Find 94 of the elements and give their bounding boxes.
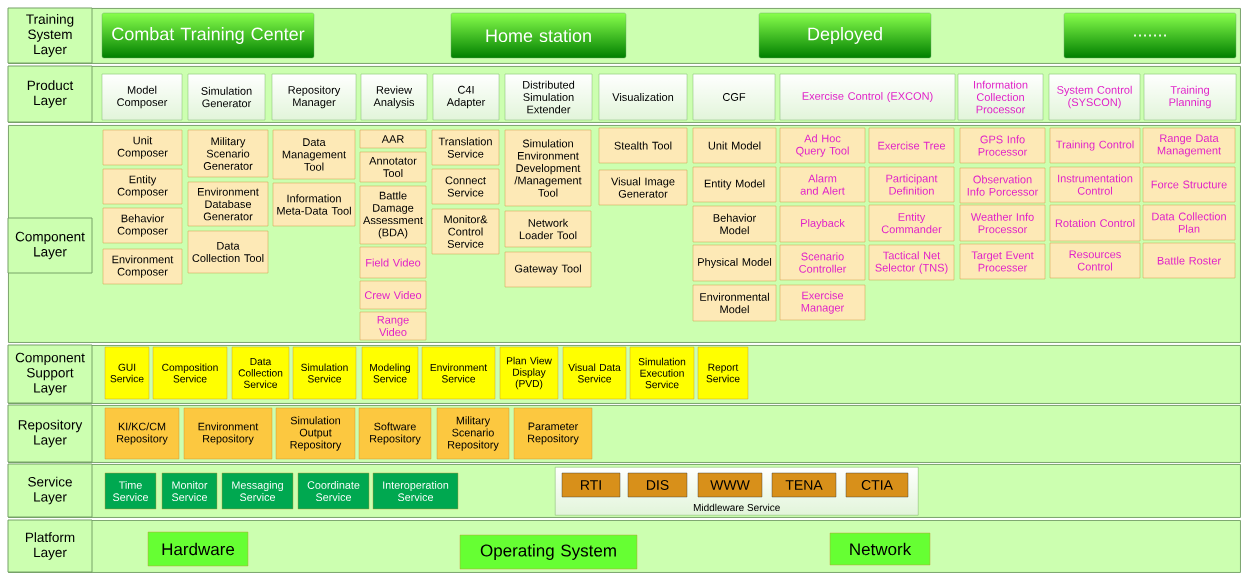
middleware-box: RTI	[561, 472, 621, 498]
component-box: Information Meta-Data Tool	[272, 182, 356, 227]
component-box: Unit Model	[692, 127, 777, 164]
component-box: Simulation Environment Development /Management Tool	[504, 129, 592, 207]
service-box: Data Collection Service	[231, 346, 290, 400]
repository-box: Military Scenario Repository	[436, 407, 510, 460]
component-box: Environmental Model	[692, 284, 777, 322]
repository-box: Simulation Output Repository	[275, 407, 356, 460]
repository-box: KI/KC/CM Repository	[104, 407, 180, 460]
component-box: Monitor& Control Service	[431, 208, 500, 255]
product-box: System Control (SYSCON)	[1048, 73, 1141, 121]
component-box: Unit Composer	[102, 129, 183, 166]
component-box: Playback	[779, 205, 866, 243]
component-box: Gateway Tool	[504, 251, 592, 288]
repository-box: Software Repository	[358, 407, 432, 460]
product-box: CGF	[692, 73, 776, 121]
component-box: Data Collection Tool	[187, 230, 269, 274]
component-box: Battle Roster	[1142, 242, 1236, 279]
component-box: Connect Service	[431, 168, 500, 205]
product-box: Model Composer	[101, 73, 183, 121]
component-box: Entity Composer	[102, 168, 183, 205]
product-box: Training Planning	[1143, 73, 1237, 121]
service-box: Messaging Service	[221, 472, 294, 510]
service-box: Plan View Display (PVD)	[499, 346, 559, 400]
middleware-box: WWW	[697, 472, 763, 498]
component-box: Weather Info Processor	[959, 204, 1046, 242]
component-box: Annotator Tool	[359, 151, 427, 183]
component-box: Tactical Net Selector (TNS)	[868, 244, 955, 281]
component-box: Behavior Composer	[102, 207, 183, 244]
component-box: Field Video	[359, 246, 427, 279]
component-box: Military Scenario Generator	[187, 129, 269, 178]
middleware-box: DIS	[627, 472, 688, 498]
service-box: Report Service	[697, 346, 749, 400]
component-box: Network Loader Tool	[504, 210, 592, 248]
component-box: Translation Service	[431, 129, 500, 166]
component-box: GPS Info Processor	[959, 127, 1046, 164]
service-box: Coordinate Service	[297, 472, 370, 510]
product-box: Distributed Simulation Extender	[504, 73, 593, 121]
component-box: Stealth Tool	[598, 127, 688, 164]
component-box: Battle Damage Assessment (BDA)	[359, 185, 427, 245]
component-box: Ad Hoc Query Tool	[779, 127, 866, 164]
component-box: Data Collection Plan	[1142, 204, 1236, 241]
component-box: Range Video	[359, 311, 427, 341]
component-box: Visual Image Generator	[598, 169, 688, 206]
component-box: Observation Info Porcessor	[959, 167, 1046, 204]
component-box: Training Control	[1049, 127, 1141, 164]
repository-box: Parameter Repository	[513, 407, 593, 460]
product-box: Information Collection Processor	[957, 73, 1044, 121]
product-box: C4I Adapter	[432, 73, 500, 121]
component-box: AAR	[359, 129, 427, 149]
product-box: Review Analysis	[360, 73, 428, 121]
middleware-box: CTIA	[845, 472, 909, 498]
component-box: Rotation Control	[1049, 204, 1141, 242]
service-box: Simulation Service	[292, 346, 357, 400]
system-box: Combat Training Center	[101, 12, 315, 59]
service-box: Monitor Service	[161, 472, 218, 510]
service-box: Modeling Service	[361, 346, 419, 400]
component-box: Exercise Tree	[868, 127, 955, 164]
service-box: Environment Service	[421, 346, 496, 400]
component-box: Force Structure	[1142, 166, 1236, 203]
component-box: Range Data Management	[1142, 127, 1236, 164]
service-box: Visual Data Service	[562, 346, 627, 400]
service-box: Composition Service	[152, 346, 228, 400]
repository-box: Environment Repository	[183, 407, 273, 460]
component-box: Entity Commander	[868, 204, 955, 242]
component-box: Physical Model	[692, 244, 777, 282]
product-box: Exercise Control (EXCON)	[779, 73, 956, 121]
component-box: Behavior Model	[692, 205, 777, 243]
middleware-box: TENA	[771, 472, 837, 498]
component-box: Participant Definition	[868, 166, 955, 203]
service-box: GUI Service	[104, 346, 150, 400]
system-box: Home station	[450, 12, 627, 59]
component-box: Resources Control	[1049, 242, 1141, 279]
product-box: Repository Manager	[271, 73, 357, 121]
system-box: .......	[1063, 12, 1237, 59]
component-box: Instrumentation Control	[1049, 166, 1141, 203]
product-box: Visualization	[598, 73, 688, 121]
component-box: Entity Model	[692, 166, 777, 203]
component-box: Environment Composer	[102, 248, 183, 285]
service-box: Interoperation Service	[372, 472, 459, 510]
system-box: Deployed	[758, 12, 932, 59]
platform-box: Operating System	[459, 534, 638, 570]
component-box: Scenario Controller	[779, 244, 866, 281]
component-box: Target Event Processer	[959, 243, 1046, 280]
product-box: Simulation Generator	[187, 73, 266, 121]
service-box: Time Service	[104, 472, 157, 510]
component-box: Crew Video	[359, 280, 427, 310]
component-box: Data Management Tool	[272, 129, 356, 180]
component-box: Alarm and Alert	[779, 166, 866, 203]
service-box: Simulation Execution Service	[629, 346, 695, 400]
component-box: Exercise Manager	[779, 284, 866, 321]
platform-box: Hardware	[147, 531, 249, 567]
component-box: Environment Database Generator	[187, 181, 269, 227]
platform-box: Network	[829, 532, 931, 566]
